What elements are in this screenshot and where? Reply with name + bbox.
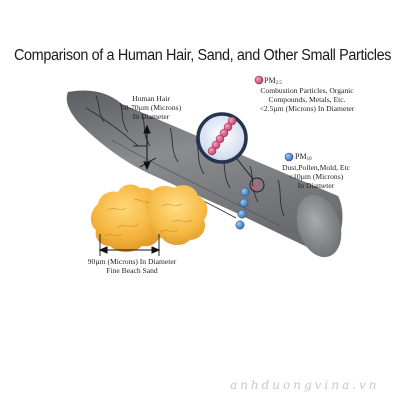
magnifier bbox=[196, 112, 254, 180]
hair-body bbox=[66, 90, 343, 256]
hair-label: Human Hair 50-70µm (Microns) In Diameter bbox=[101, 94, 201, 121]
hair-cut-end bbox=[296, 194, 342, 258]
pm10-label: Dust,Pollen,Mold, Etc <10µm (Microns) In… bbox=[266, 163, 366, 190]
hair-diameter-marker bbox=[133, 124, 157, 171]
hair-label-line3: In Diameter bbox=[132, 112, 170, 121]
sand-label-line1: 90µm (Microns) In Diameter bbox=[87, 257, 177, 266]
watermark: anhduongvina.vn bbox=[230, 378, 380, 392]
pm25-particle-chain bbox=[207, 116, 237, 156]
pm10-subscript: 10 bbox=[306, 157, 312, 162]
pm25-name: PM bbox=[264, 76, 276, 85]
pm10-heading: PM10 bbox=[295, 152, 312, 164]
pm10-name: PM bbox=[295, 152, 307, 161]
pm10-legend-dot bbox=[284, 152, 294, 162]
sand-grain-left bbox=[90, 184, 165, 252]
sand-grain-right bbox=[145, 185, 208, 246]
pm10-label-line1: Dust,Pollen,Mold, Etc bbox=[282, 163, 350, 172]
pm25-label-line2: Compounds, Metals, Etc. bbox=[268, 95, 346, 104]
pm25-label-line3: <2.5µm (Microns) In Diameter bbox=[259, 104, 355, 113]
hair-label-line1: Human Hair bbox=[132, 94, 170, 103]
pm10-label-line3: In Diameter bbox=[297, 181, 335, 190]
pm25-heading: PM2.5 bbox=[264, 76, 282, 88]
human-hair bbox=[66, 90, 343, 258]
pm25-legend-dot bbox=[254, 75, 264, 85]
hair-label-line2: 50-70µm (Microns) bbox=[120, 103, 182, 112]
sand-diameter-marker bbox=[98, 234, 161, 256]
sand-label-line2: Fine Beach Sand bbox=[106, 266, 158, 275]
sand-grains bbox=[90, 184, 208, 252]
pm25-subscript: 2.5 bbox=[275, 81, 282, 86]
sand-label: 90µm (Microns) In Diameter Fine Beach Sa… bbox=[62, 257, 202, 275]
pm10-label-line2: <10µm (Microns) bbox=[288, 172, 344, 181]
diagram-title: Comparison of a Human Hair, Sand, and Ot… bbox=[14, 47, 392, 64]
pm25-location-ring bbox=[249, 177, 265, 193]
pm25-label: Combustion Particles, Organic Compounds,… bbox=[232, 86, 382, 113]
pm10-particles bbox=[235, 187, 250, 230]
pm25-label-line1: Combustion Particles, Organic bbox=[260, 86, 354, 95]
